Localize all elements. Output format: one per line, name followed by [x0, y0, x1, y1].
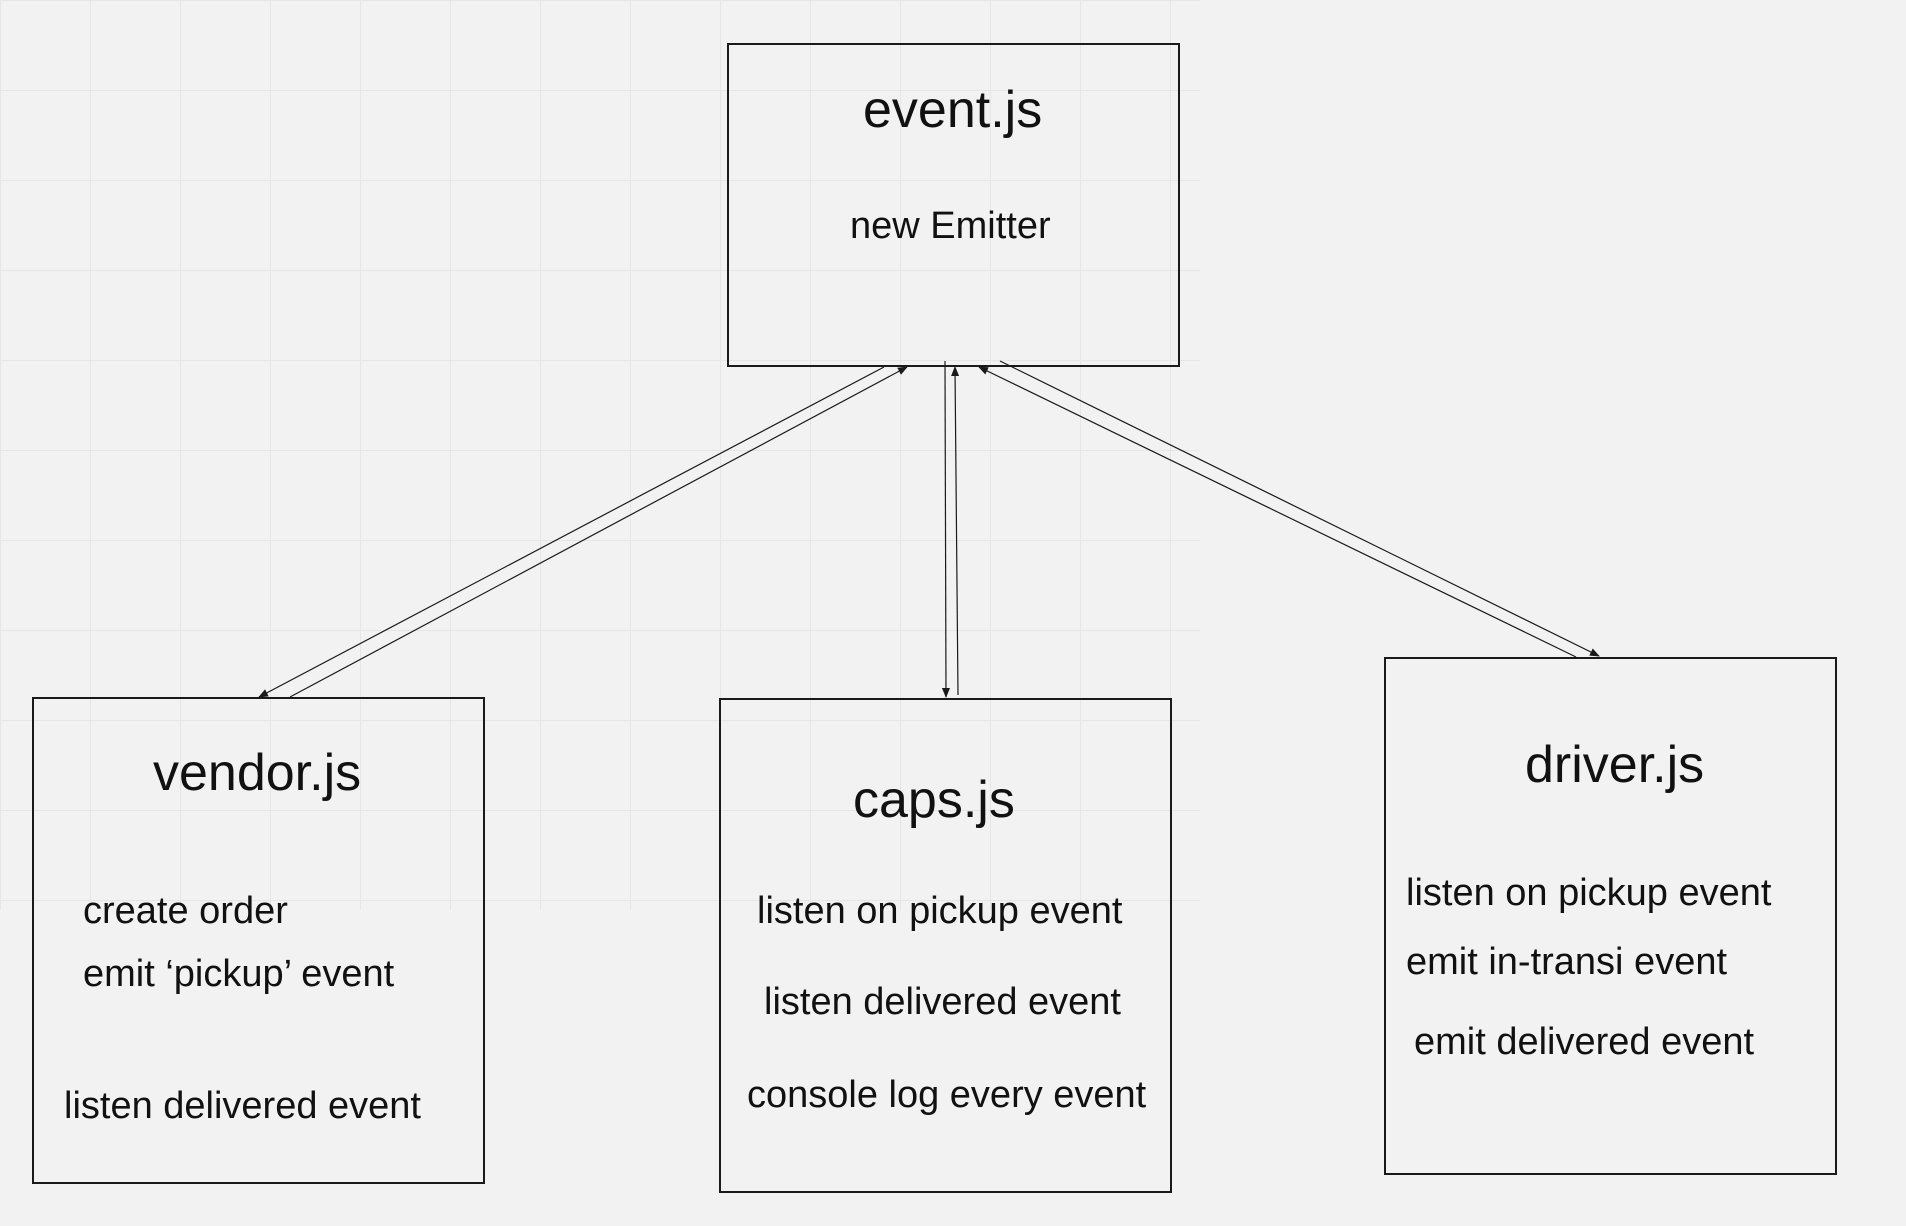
driver-title: driver.js	[1525, 736, 1705, 794]
driver-box	[1384, 657, 1837, 1175]
event-subtitle: new Emitter	[850, 205, 1051, 247]
arrow-event-to-vendor	[258, 366, 885, 698]
vendor-box	[32, 697, 485, 1184]
arrow-event-to-caps	[941, 360, 950, 698]
vendor-line-listen-delivered: listen delivered event	[64, 1085, 421, 1127]
driver-line-emit-delivered: emit delivered event	[1414, 1021, 1755, 1063]
event-title: event.js	[863, 81, 1043, 139]
vendor-line-emit-pickup: emit ‘pickup’ event	[83, 953, 395, 995]
caps-title: caps.js	[853, 771, 1015, 829]
vendor-line-create-order: create order	[83, 890, 288, 932]
driver-line-emit-in-transit: emit in-transi event	[1406, 941, 1728, 983]
caps-box	[719, 698, 1172, 1193]
caps-line-listen-delivered: listen delivered event	[764, 981, 1121, 1023]
vendor-title: vendor.js	[153, 744, 362, 802]
arrow-vendor-to-event	[289, 366, 908, 698]
caps-line-console-log: console log every event	[747, 1074, 1147, 1116]
arrow-driver-to-event	[978, 366, 1577, 658]
driver-line-listen-pickup: listen on pickup event	[1406, 872, 1772, 914]
arrow-event-to-driver	[999, 360, 1600, 657]
event-box	[727, 43, 1180, 367]
background-grid	[0, 0, 1200, 910]
caps-line-listen-pickup: listen on pickup event	[757, 890, 1123, 932]
arrow-caps-to-event	[951, 366, 960, 696]
